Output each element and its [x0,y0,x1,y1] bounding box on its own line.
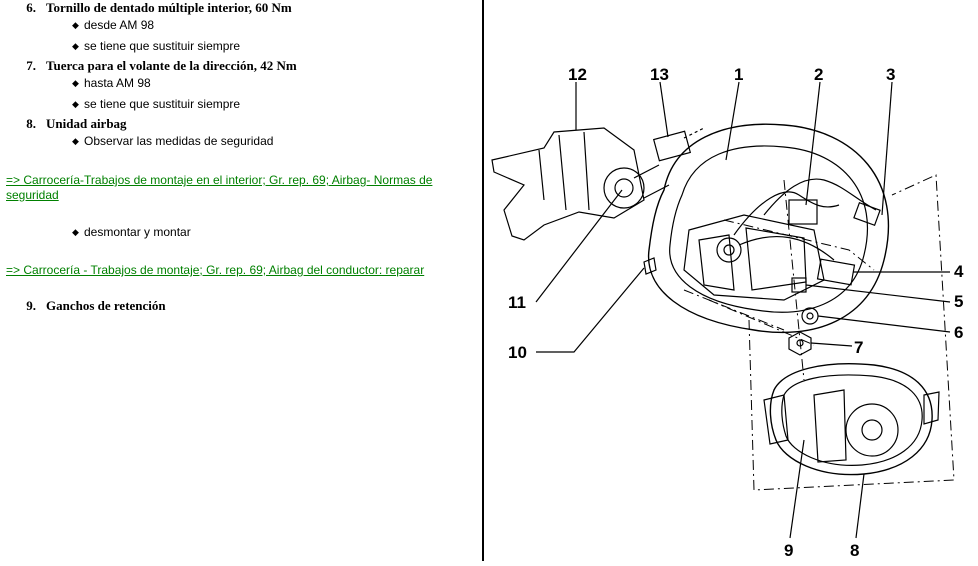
diagram-panel: 12 13 1 2 3 4 5 6 7 8 9 10 11 [484,0,978,561]
bullet-item: ◆ se tiene que sustituir siempre [72,97,240,111]
connector-3 [853,201,881,227]
callout-13: 13 [650,65,669,84]
bullet-text: desde AM 98 [84,18,155,32]
callout-11: 11 [508,293,526,312]
item-title: Tornillo de dentado múltiple interior, 6… [46,0,292,15]
callout-8: 8 [850,541,859,560]
callout-1: 1 [734,65,743,84]
item-title: Ganchos de retención [46,298,166,313]
column-divider [482,0,484,561]
bullet-text: se tiene que sustituir siempre [84,97,241,111]
bullet-icon: ◆ [72,78,79,88]
item-8: 8. Unidad airbag [0,116,127,131]
link-airbag-safety[interactable]: => Carrocería-Trabajos de montaje en el … [6,173,433,202]
item-7: 7. Tuerca para el volante de la dirección… [0,58,297,73]
bullet-icon: ◆ [72,41,79,51]
column-switch [603,167,645,209]
bullet-text: hasta AM 98 [84,76,151,90]
bullet-item: ◆ Observar las medidas de seguridad [72,134,273,148]
bullet-icon: ◆ [72,99,79,109]
steering-wheel-diagram: 12 13 1 2 3 4 5 6 7 8 9 10 11 [491,65,964,560]
connector-2 [788,199,818,225]
nut-7 [788,331,812,356]
item-9: 9. Ganchos de retención [0,298,166,313]
bullet-item: ◆ desde AM 98 [72,18,154,32]
connector-13 [652,130,692,162]
screw-6 [801,307,819,325]
item-number: 8. [26,116,36,131]
steering-column [491,127,645,241]
item-6: 6. Tornillo de dentado múltiple interior,… [0,0,292,15]
text-column: 6. Tornillo de dentado múltiple interior,… [0,0,482,561]
item-title: Unidad airbag [46,116,127,131]
bullet-icon: ◆ [72,136,79,146]
steering-wheel-rim [647,123,890,334]
callout-9: 9 [784,541,793,560]
bullet-item: ◆ hasta AM 98 [72,76,151,90]
item-number: 7. [26,58,36,73]
bolt-10 [643,257,657,275]
steering-hub [683,214,825,301]
callout-12: 12 [568,65,587,84]
connector-4 [816,258,856,286]
callout-4: 4 [954,262,964,281]
callout-7: 7 [854,338,863,357]
item-title: Tuerca para el volante de la dirección, … [46,58,297,73]
callout-5: 5 [954,292,963,311]
bullet-text: desmontar y montar [84,225,191,239]
bullet-icon: ◆ [72,20,79,30]
airbag-unit [769,363,933,476]
bullet-icon: ◆ [72,227,79,237]
item-number: 9. [26,298,36,313]
callout-6: 6 [954,323,963,342]
bullet-text: se tiene que sustituir siempre [84,39,241,53]
bullet-item: ◆ se tiene que sustituir siempre [72,39,240,53]
callout-3: 3 [886,65,895,84]
bullet-text: Observar las medidas de seguridad [84,134,274,148]
item-number: 6. [26,0,36,15]
callout-2: 2 [814,65,823,84]
callout-10: 10 [508,343,527,362]
link-airbag-repair[interactable]: => Carrocería - Trabajos de montaje; Gr.… [6,263,425,277]
bullet-item: ◆ desmontar y montar [72,225,191,239]
